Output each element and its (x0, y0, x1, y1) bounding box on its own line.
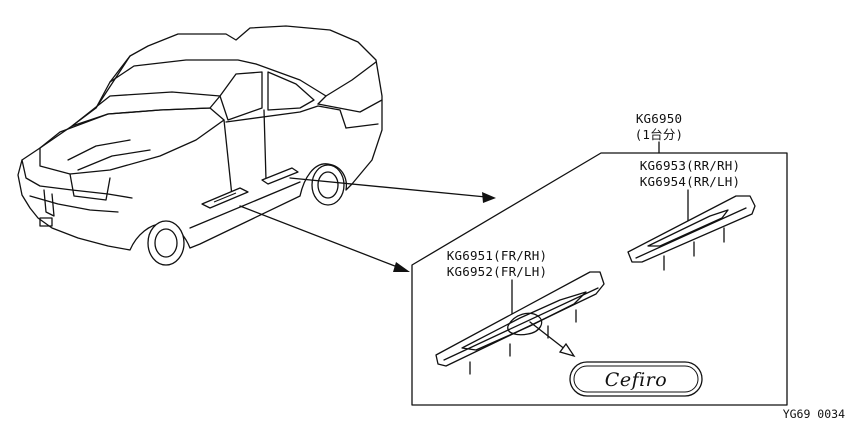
rear-lh-part-number: KG6954(RR/LH) (640, 174, 740, 189)
kit-part-number: KG6950 (636, 111, 682, 126)
cefiro-emblem: Cefiro (569, 361, 703, 397)
detail-panel (411, 152, 788, 406)
front-kick-plate (435, 271, 605, 375)
car-illustration (17, 25, 383, 266)
rear-rh-part-number: KG6953(RR/RH) (640, 158, 740, 173)
figure-code: YG69 0034 (783, 407, 845, 421)
kit-note: (1台分) (635, 127, 684, 142)
front-lh-part-number: KG6952(FR/LH) (447, 264, 547, 279)
emblem-pointer (529, 321, 576, 358)
callout-arrows (239, 177, 496, 272)
rear-kick-plate (627, 195, 756, 271)
emblem-script-text: Cefiro (605, 369, 667, 391)
front-rh-part-number: KG6951(FR/RH) (447, 248, 547, 263)
